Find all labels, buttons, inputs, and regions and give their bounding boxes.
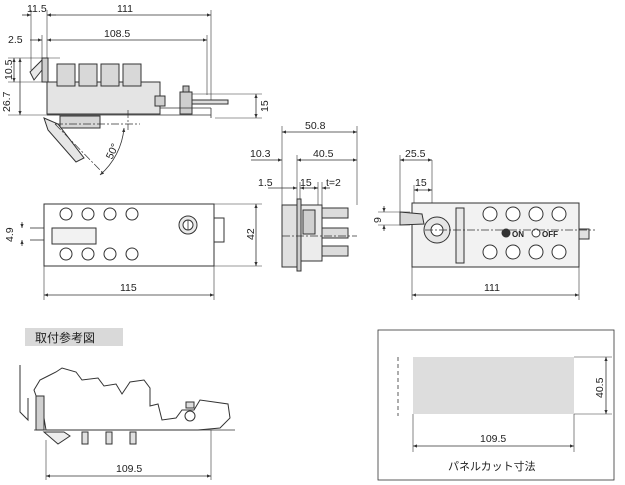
panel-cut-caption: パネルカット寸法 [448, 459, 536, 473]
dim-42: 42 [245, 228, 257, 240]
dim-108-5-top: 108.5 [104, 28, 130, 40]
edge-view: 50.8 10.3 40.5 1.5 15 t=2 [250, 120, 358, 272]
dim-50-8: 50.8 [305, 120, 326, 132]
dim-4-9: 4.9 [4, 227, 16, 242]
dim-1-5: 1.5 [258, 177, 273, 189]
dim-111-rear: 111 [484, 282, 500, 294]
side-view: 11.5 111 2.5 108.5 10.5 26.7 15 [1, 3, 271, 176]
dim-40-5-edge: 40.5 [313, 148, 334, 160]
mount-reference: 取付参考図 109.5 [19, 328, 235, 480]
label-off: OFF [542, 230, 558, 239]
dim-2-5: 2.5 [8, 34, 23, 46]
dim-25-5: 25.5 [405, 148, 426, 160]
dim-10-3: 10.3 [250, 148, 271, 160]
dim-109-5-mount: 109.5 [116, 463, 142, 475]
dim-15-edge: 15 [300, 177, 312, 189]
dim-15-rear: 15 [415, 177, 427, 189]
dim-50-deg: 50° [104, 142, 122, 161]
panel-cut: 40.5 109.5 パネルカット寸法 [377, 329, 615, 481]
mount-ref-title: 取付参考図 [35, 330, 95, 345]
dim-10-5: 10.5 [3, 59, 15, 80]
dim-111-top: 111 [117, 3, 133, 15]
front-view: 4.9 42 115 [4, 203, 262, 300]
dim-9: 9 [372, 217, 384, 223]
panel-cut-frame [377, 329, 615, 481]
dim-11-5: 11.5 [27, 3, 47, 15]
dim-109-5-panel: 109.5 [480, 433, 506, 445]
rear-view: 25.5 15 9 ON OFF 111 [372, 148, 595, 300]
panel-cut-opening [413, 357, 574, 414]
dim-115: 115 [120, 282, 137, 294]
label-on: ON [512, 230, 524, 239]
dim-t2: t=2 [326, 177, 341, 189]
dim-26-7: 26.7 [1, 91, 13, 112]
dim-15-side: 15 [259, 100, 271, 112]
dim-40-5-panel: 40.5 [594, 377, 606, 398]
